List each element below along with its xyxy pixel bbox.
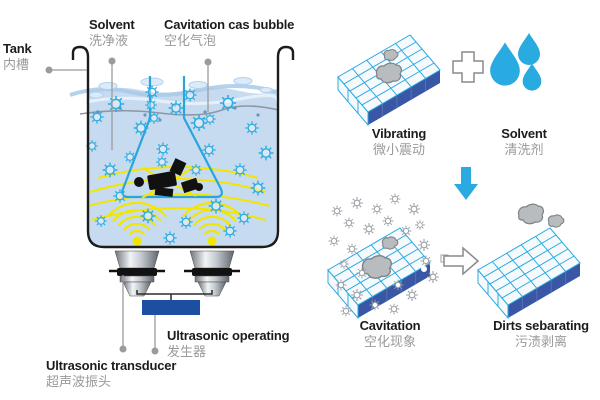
plus-icon: [452, 51, 484, 83]
operating-label-en: Ultrasonic operating: [167, 328, 290, 343]
solvent-label-zh: 洗净液: [89, 33, 129, 48]
water-droplets-icon: [490, 33, 542, 91]
vibrating-label-zh: 微小震动: [372, 142, 425, 157]
generator-box: [142, 300, 200, 315]
tank-label-zh: 内槽: [3, 57, 30, 72]
operating-label-zh: 发生器: [167, 344, 207, 359]
vibrating-label: Vibrating 微小震动: [344, 126, 454, 158]
cavitation-step-label-en: Cavitation: [359, 318, 421, 333]
right-arrow-icon: [443, 246, 480, 276]
tank-graphic: [69, 45, 295, 249]
transducer-icon: [184, 250, 240, 297]
cavitation-surface: [327, 193, 449, 319]
dirt-parts: [134, 158, 203, 199]
generator-wires: [136, 290, 213, 300]
solvent-step-label: Solvent 清洗剂: [469, 126, 579, 158]
dirt-icon: [517, 203, 545, 225]
cavitation-bubble-label-zh: 空化气泡: [164, 33, 217, 48]
dirts-separating-label: Dirts sebarating 污渍剥离: [478, 318, 600, 350]
tank-label-en: Tank: [3, 41, 32, 56]
solvent-step-label-en: Solvent: [501, 126, 547, 141]
tank-label: Tank 内槽: [3, 41, 32, 73]
dirts-separating-label-en: Dirts sebarating: [493, 318, 589, 333]
tank-outline: [71, 45, 295, 249]
transducer-label: Ultrasonic transducer 超声波振头: [46, 358, 176, 390]
cavitation-bubble-label-en: Cavitation cas bubble: [164, 17, 295, 32]
cavitation-bubble-label: Cavitation cas bubble 空化气泡: [164, 17, 294, 49]
transducer-label-zh: 超声波振头: [46, 374, 112, 389]
transducer-label-en: Ultrasonic transducer: [46, 358, 177, 373]
transducer-icon: [109, 250, 165, 297]
leader-lines: [50, 63, 209, 349]
dirt-icon: [547, 214, 565, 228]
down-arrow-icon: [454, 167, 478, 200]
dirts-separating-label-zh: 污渍剥离: [514, 334, 567, 349]
leader-dots: [45, 57, 212, 355]
solvent-label: Solvent 洗净液: [89, 17, 135, 49]
dirt-separating-surface: [477, 203, 581, 319]
vibrating-label-en: Vibrating: [371, 126, 427, 141]
solvent-label-en: Solvent: [89, 17, 135, 32]
solvent-step-label-zh: 清洗剂: [504, 142, 544, 157]
operating-label: Ultrasonic operating 发生器: [167, 328, 290, 360]
cavitation-step-label-zh: 空化现象: [363, 334, 416, 349]
vibrating-surface: [337, 34, 441, 126]
cleaning-basket: [121, 76, 223, 199]
cavitation-step-label: Cavitation 空化现象: [335, 318, 445, 350]
